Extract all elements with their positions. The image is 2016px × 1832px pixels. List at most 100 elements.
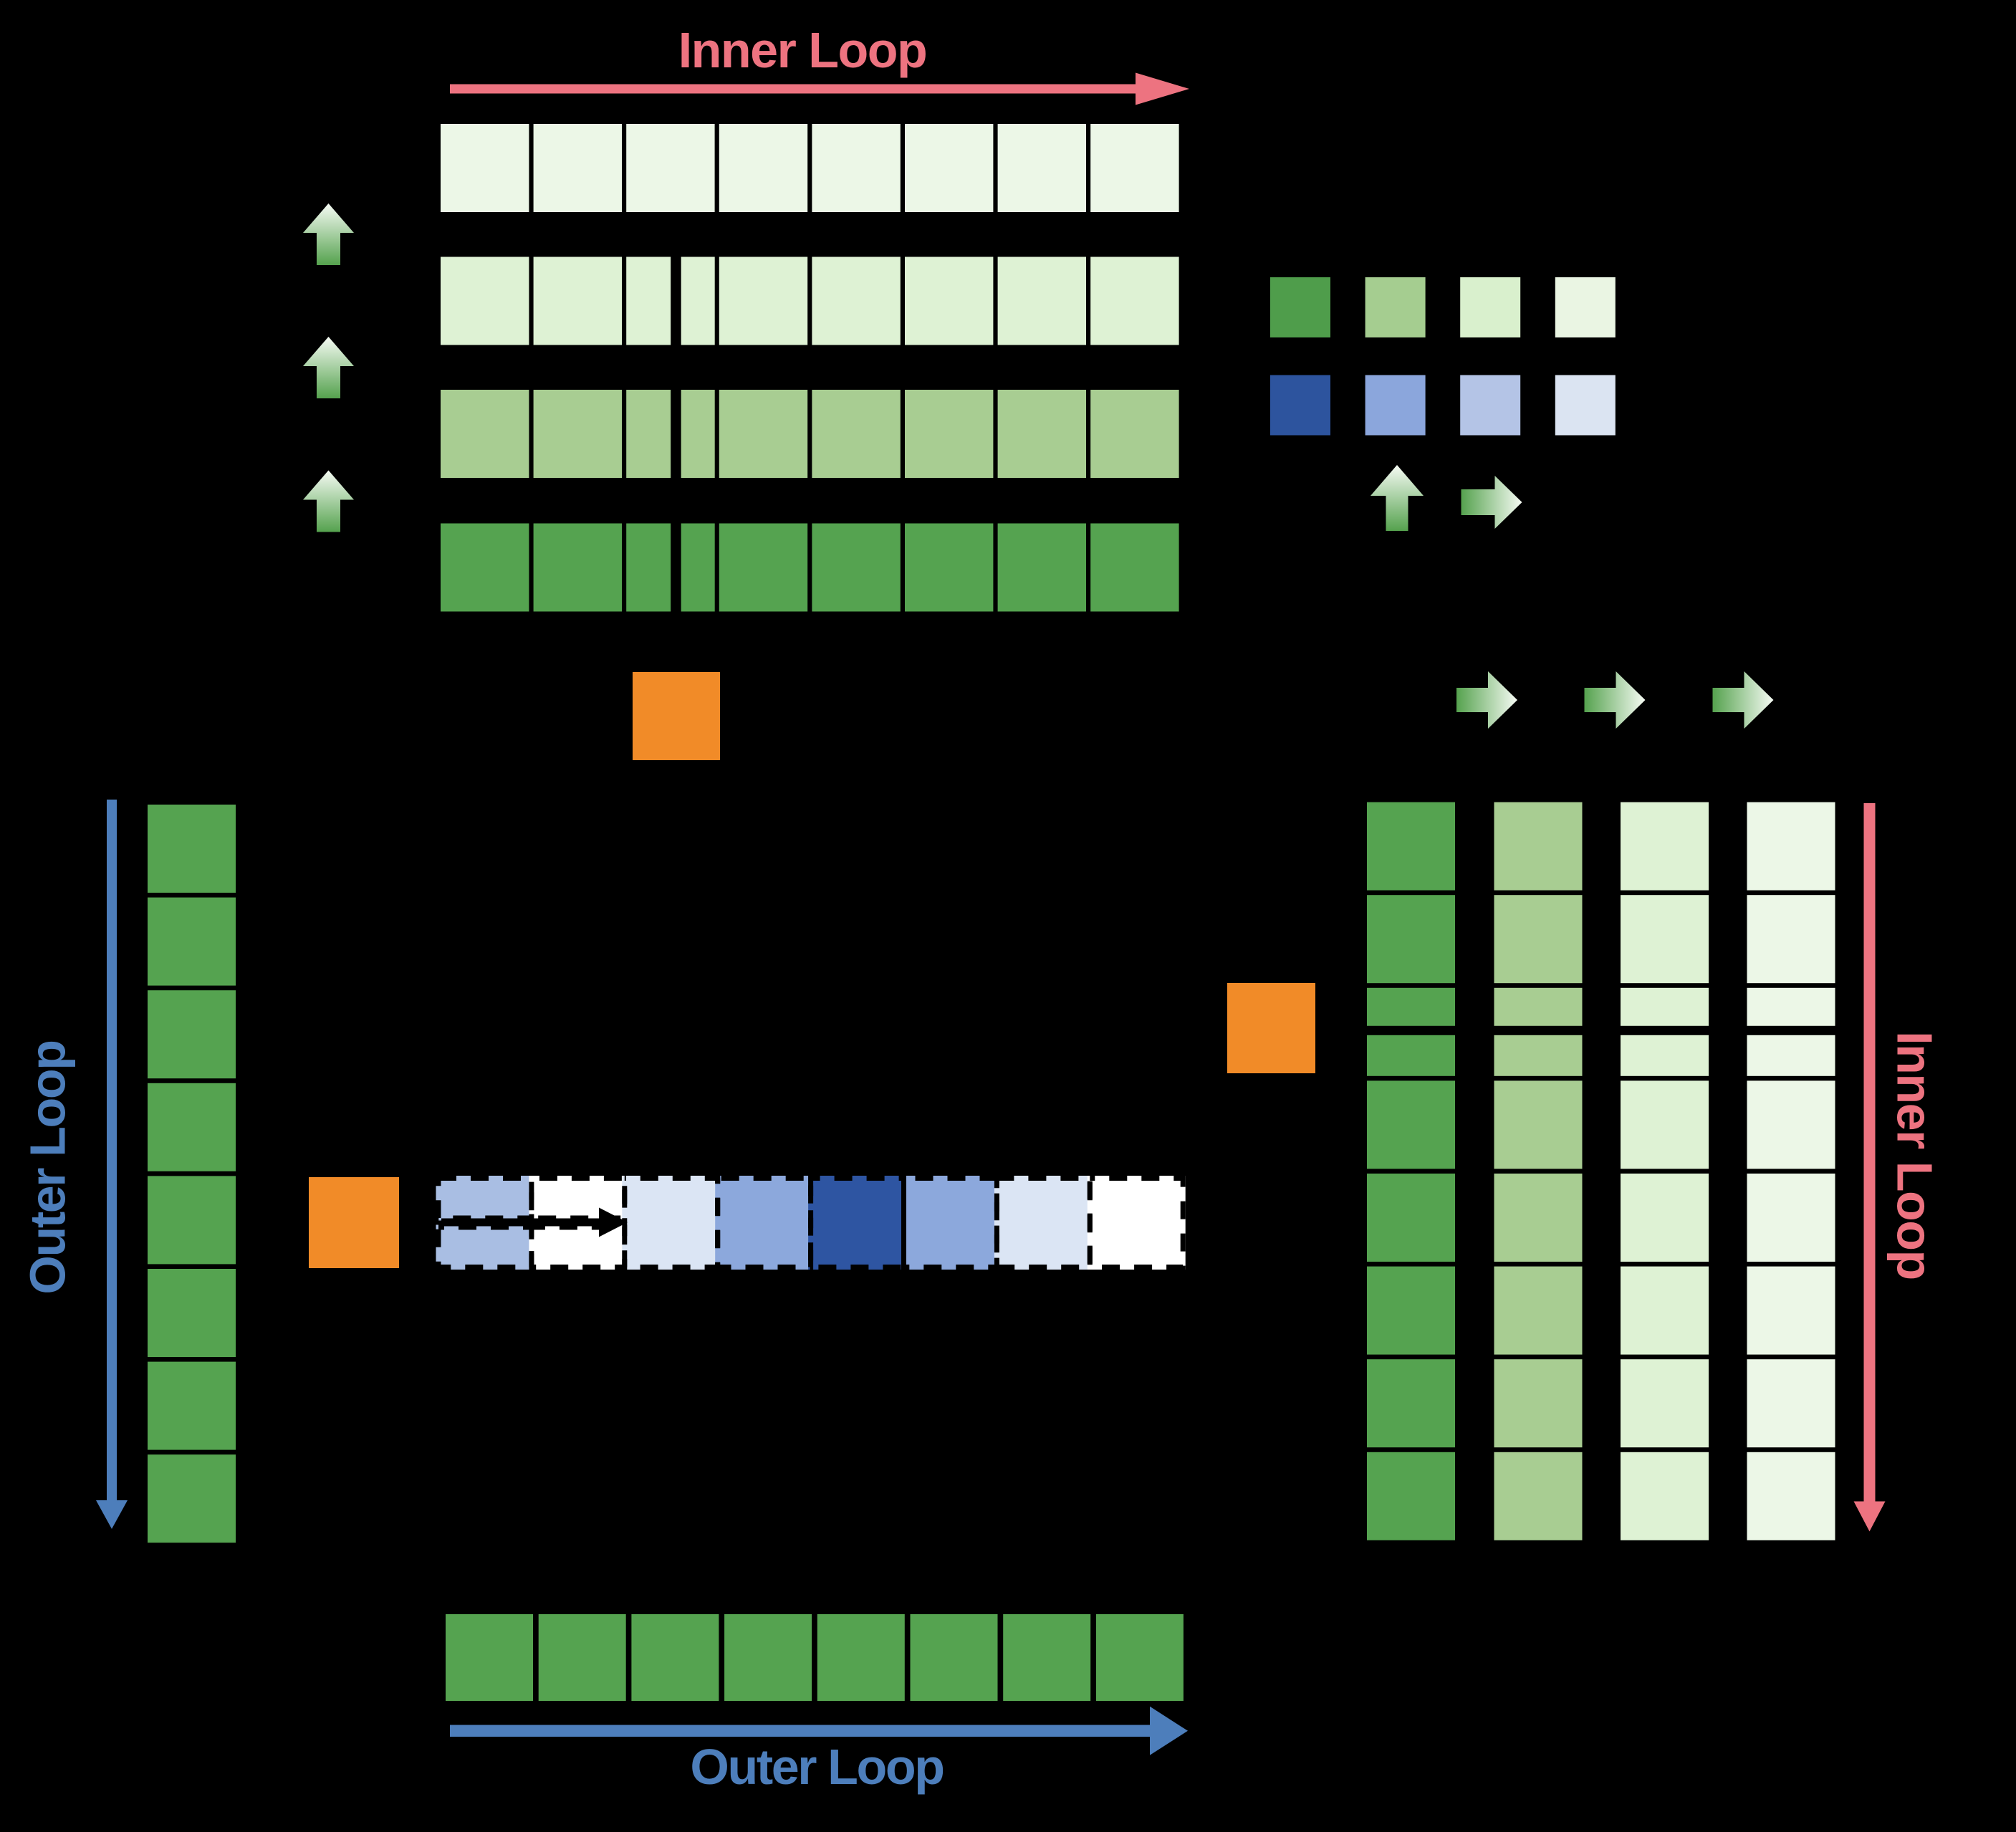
v-cell-split-b — [1747, 1035, 1835, 1076]
v-cell — [1494, 802, 1583, 891]
output-cell — [631, 1614, 719, 1701]
q-cell — [148, 1269, 236, 1357]
kt-cell — [441, 523, 529, 612]
kt-cell — [441, 256, 529, 345]
sm-cell — [715, 1176, 814, 1270]
sm-cell-dashed-border — [1087, 1176, 1186, 1270]
kt-cell — [905, 390, 994, 478]
v-cell-split-a — [1367, 987, 1455, 1026]
kt-cell — [997, 256, 1086, 345]
time-direction-up-arrow — [303, 203, 354, 265]
v-cell — [1747, 1452, 1835, 1540]
sm-cell-dashed-border — [436, 1224, 534, 1270]
v-grid — [1367, 802, 1835, 1540]
kt-cell — [1090, 523, 1179, 612]
sm-cell — [1087, 1176, 1186, 1270]
kt-cell-split-a — [626, 523, 671, 612]
time-direction-right-arrow — [1461, 476, 1522, 529]
time-direction-right-arrow — [1712, 671, 1774, 729]
sm-cell — [994, 1176, 1093, 1270]
kt-cell — [441, 390, 529, 478]
kt-cell — [1090, 124, 1179, 212]
v-cell — [1494, 1080, 1583, 1169]
legend-blue-swatch — [1270, 375, 1330, 436]
legend-green-swatch — [1460, 277, 1521, 337]
kt-cell — [812, 256, 901, 345]
v-cell — [1494, 1359, 1583, 1448]
legend-green-swatch — [1555, 277, 1616, 337]
v-cell-split-a — [1621, 987, 1709, 1026]
output-cell — [1003, 1614, 1091, 1701]
output-cell — [910, 1614, 998, 1701]
kt-cell — [812, 124, 901, 212]
output-cell — [1095, 1614, 1184, 1701]
v-cell — [1494, 1266, 1583, 1355]
kt-cell-split-b — [681, 256, 715, 345]
sm-cell — [436, 1176, 534, 1221]
inner-loop-right-arrow — [1853, 803, 1886, 1532]
kt-cell — [997, 523, 1086, 612]
kt-cell-split-b — [681, 523, 715, 612]
output-row — [446, 1614, 1184, 1701]
q-cell — [148, 1361, 236, 1450]
v-cell-split-a — [1747, 987, 1835, 1026]
kt-cell — [997, 124, 1086, 212]
v-cell — [1621, 1080, 1709, 1169]
outer-loop-bottom-arrow — [450, 1706, 1188, 1755]
v-cell — [1367, 895, 1455, 984]
kt-cell — [1090, 390, 1179, 478]
v-cell — [1621, 1359, 1709, 1448]
v-cell — [1621, 1266, 1709, 1355]
kt-cell — [533, 523, 622, 612]
time-legend — [1270, 277, 1616, 436]
outer-loop-left-arrow — [96, 800, 128, 1529]
sm-cell — [529, 1224, 628, 1270]
q-cell — [148, 897, 236, 986]
time-direction-up-arrow — [1371, 465, 1424, 531]
v-cell-split-b — [1621, 1035, 1709, 1076]
v-cell — [1747, 1266, 1835, 1355]
v-cell — [1367, 1080, 1455, 1169]
kt-cell-split-a — [626, 390, 671, 478]
v-cell-split-b — [1494, 1035, 1583, 1076]
kt-cell — [905, 256, 994, 345]
legend-blue-swatch — [1555, 375, 1616, 436]
kt-cell — [533, 256, 622, 345]
v-cell — [1747, 802, 1835, 891]
q-cell — [148, 805, 236, 893]
v-cell — [1367, 1359, 1455, 1448]
kt-cell — [719, 256, 808, 345]
sram-block — [633, 672, 720, 760]
outer-loop-bottom-label: Outer Loop — [690, 1739, 943, 1795]
q-cell — [148, 1176, 236, 1265]
v-cell — [1494, 1452, 1583, 1540]
kt-cell — [905, 124, 994, 212]
sm-cell — [622, 1176, 721, 1270]
q-column — [148, 805, 236, 1543]
kt-cell — [812, 390, 901, 478]
v-cell — [1621, 895, 1709, 984]
outer-loop-left-label: Outer Loop — [20, 1041, 76, 1294]
v-cell — [1621, 1174, 1709, 1262]
time-direction-right-arrow — [1584, 671, 1646, 729]
kt-cell — [441, 124, 529, 212]
output-cell — [446, 1614, 533, 1701]
sm-row — [436, 1176, 1186, 1270]
legend-green-swatch — [1270, 277, 1330, 337]
sram-block — [309, 1177, 399, 1268]
kt-cell — [997, 390, 1086, 478]
kt-grid — [441, 124, 1179, 612]
kt-cell-split-b — [681, 390, 715, 478]
kt-cell — [719, 390, 808, 478]
v-cell — [1494, 895, 1583, 984]
inner-loop-right-label: Inner Loop — [1886, 1031, 1942, 1280]
v-cell — [1747, 1359, 1835, 1448]
q-cell — [148, 1454, 236, 1543]
inner-loop-top-arrow — [450, 72, 1189, 105]
legend-blue-swatch — [1460, 375, 1521, 436]
time-direction-up-arrow — [303, 470, 354, 532]
v-cell — [1367, 1174, 1455, 1262]
kt-cell — [719, 124, 808, 212]
time-direction-right-arrow — [1456, 671, 1517, 729]
sram-block — [1227, 983, 1315, 1073]
